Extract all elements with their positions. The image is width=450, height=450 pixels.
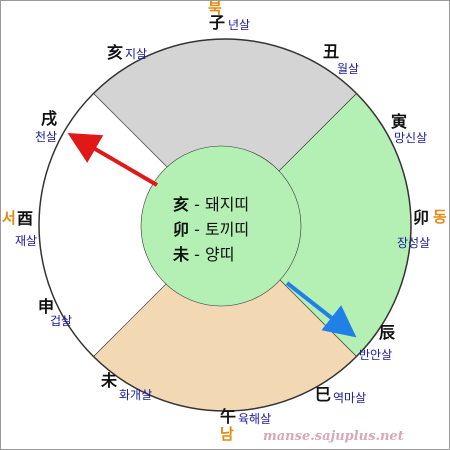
watermark: manse.sajuplus.net <box>263 429 404 444</box>
branch-sa-char: 巳 <box>315 385 332 404</box>
branch-jin-char: 辰 <box>379 323 396 342</box>
center-hae-char: 亥 <box>173 195 190 214</box>
center-hae-dash: - <box>189 195 205 214</box>
center-mi-animal: 양띠 <box>204 245 235 264</box>
branch-ja-char: 子 <box>209 13 226 32</box>
center-circle <box>140 145 302 307</box>
branch-hae-char: 亥 <box>107 43 124 62</box>
center-myo-dash: - <box>189 220 205 239</box>
branch-jin-sal: 반안살 <box>359 348 393 362</box>
center-line-mi: 未 - 양띠 <box>173 241 293 265</box>
branch-sul-char: 戌 <box>41 109 58 128</box>
center-line-hae: 亥 - 돼지띠 <box>173 191 293 215</box>
branch-myo-char: 卯 <box>413 208 430 227</box>
branch-myo-sal: 장성살 <box>397 236 431 250</box>
branch-sul-sal: 천살 <box>35 130 58 144</box>
center-line-myo: 卯 - 토끼띠 <box>173 216 293 240</box>
direction-east: 동 <box>433 208 447 226</box>
red-arrow <box>67 132 159 187</box>
center-hae-animal: 돼지띠 <box>204 195 250 214</box>
center-mi-char: 未 <box>173 245 190 264</box>
branch-mi-char: 未 <box>101 371 118 390</box>
branch-in-sal: 망신살 <box>394 131 428 145</box>
branch-yu-sal: 재살 <box>15 234 38 248</box>
center-mi-dash: - <box>189 245 205 264</box>
branch-sin-char: 申 <box>38 297 55 316</box>
branch-yu-char: 酉 <box>17 209 34 228</box>
branch-chuk-sal: 월살 <box>337 62 360 76</box>
outer-ring <box>38 38 412 412</box>
branch-in-char: 寅 <box>391 112 408 131</box>
branch-chuk-char: 丑 <box>323 42 340 61</box>
branch-hae-sal: 지살 <box>125 47 148 61</box>
center-myo-animal: 토끼띠 <box>204 220 250 239</box>
branch-ja-sal: 년살 <box>228 18 251 32</box>
blue-arrow <box>285 281 357 338</box>
center-myo-char: 卯 <box>173 220 190 239</box>
direction-south: 남 <box>220 425 234 443</box>
direction-north: 북 <box>208 0 222 17</box>
branch-mi-sal: 화개살 <box>119 388 153 402</box>
branch-o-char: 午 <box>220 407 237 426</box>
branch-sin-sal: 겁살 <box>50 314 73 328</box>
branch-o-sal: 육해살 <box>238 412 272 426</box>
direction-west: 서 <box>2 209 16 227</box>
branch-sa-sal: 역마살 <box>333 391 367 405</box>
